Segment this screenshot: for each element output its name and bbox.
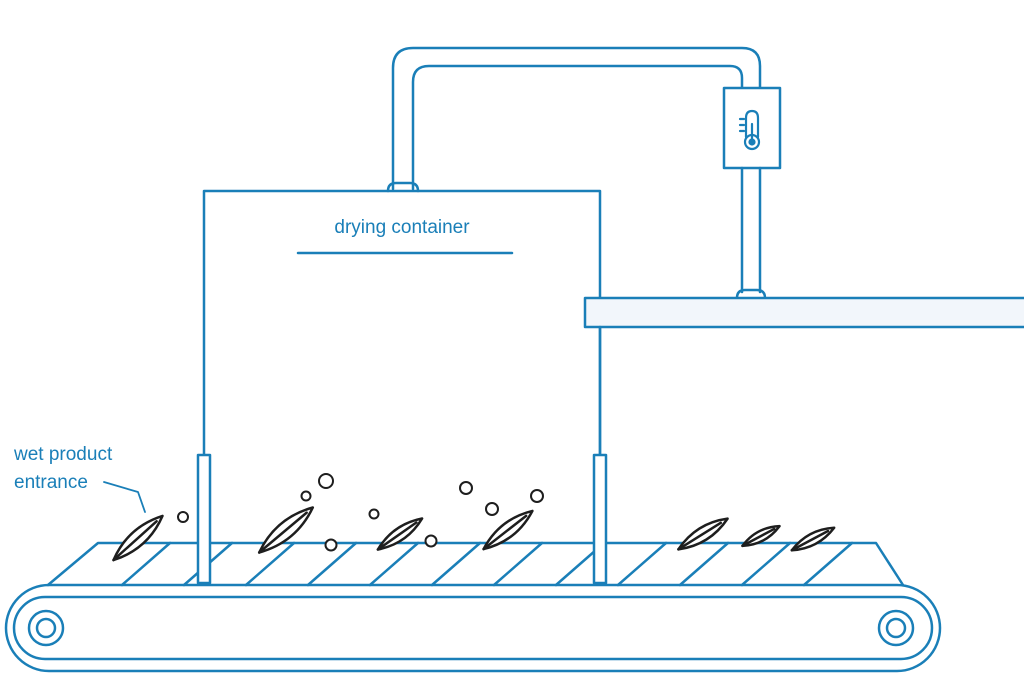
leaf-icon (677, 517, 729, 551)
sensor-pipe (740, 166, 762, 294)
moisture-bubble-icon (177, 511, 189, 523)
conveyor-belt-top (46, 541, 905, 587)
left-curtain-post (196, 453, 212, 585)
horizontal-duct (583, 296, 1024, 329)
top-pipe (391, 46, 762, 191)
moisture-bubble-icon (485, 502, 499, 516)
leaf-icon (790, 526, 836, 552)
entrance-label-line2: entrance (14, 472, 88, 493)
moisture-bubble-icon (318, 473, 334, 489)
entrance-pointer (103, 481, 146, 513)
thermometer-icon (738, 109, 761, 151)
right-roller (877, 609, 915, 647)
conveyor-outer (4, 583, 942, 673)
moisture-bubble-icon (424, 534, 438, 548)
entrance-label-line1: wet product (13, 444, 113, 465)
moisture-bubble-icon (300, 490, 312, 502)
container-label: drying container (334, 217, 470, 238)
top-pipe-joint (386, 181, 420, 193)
conveyor-inner (12, 595, 934, 661)
leaf-icon (257, 506, 315, 554)
conveyor-belt-hatch (120, 541, 854, 587)
leaf-icon (741, 524, 781, 548)
moisture-bubble-icon (368, 508, 380, 520)
left-roller-hub (35, 617, 57, 639)
sensor-pipe-joint (735, 288, 767, 300)
leaf-icon (482, 509, 534, 551)
moisture-bubble-icon (324, 538, 338, 552)
moisture-bubble-icon (530, 489, 544, 503)
leaf-icon (112, 514, 164, 562)
leaf-icon (376, 517, 424, 551)
right-curtain-post (592, 453, 608, 585)
left-roller (27, 609, 65, 647)
right-roller-hub (885, 617, 907, 639)
moisture-bubble-icon (459, 481, 473, 495)
